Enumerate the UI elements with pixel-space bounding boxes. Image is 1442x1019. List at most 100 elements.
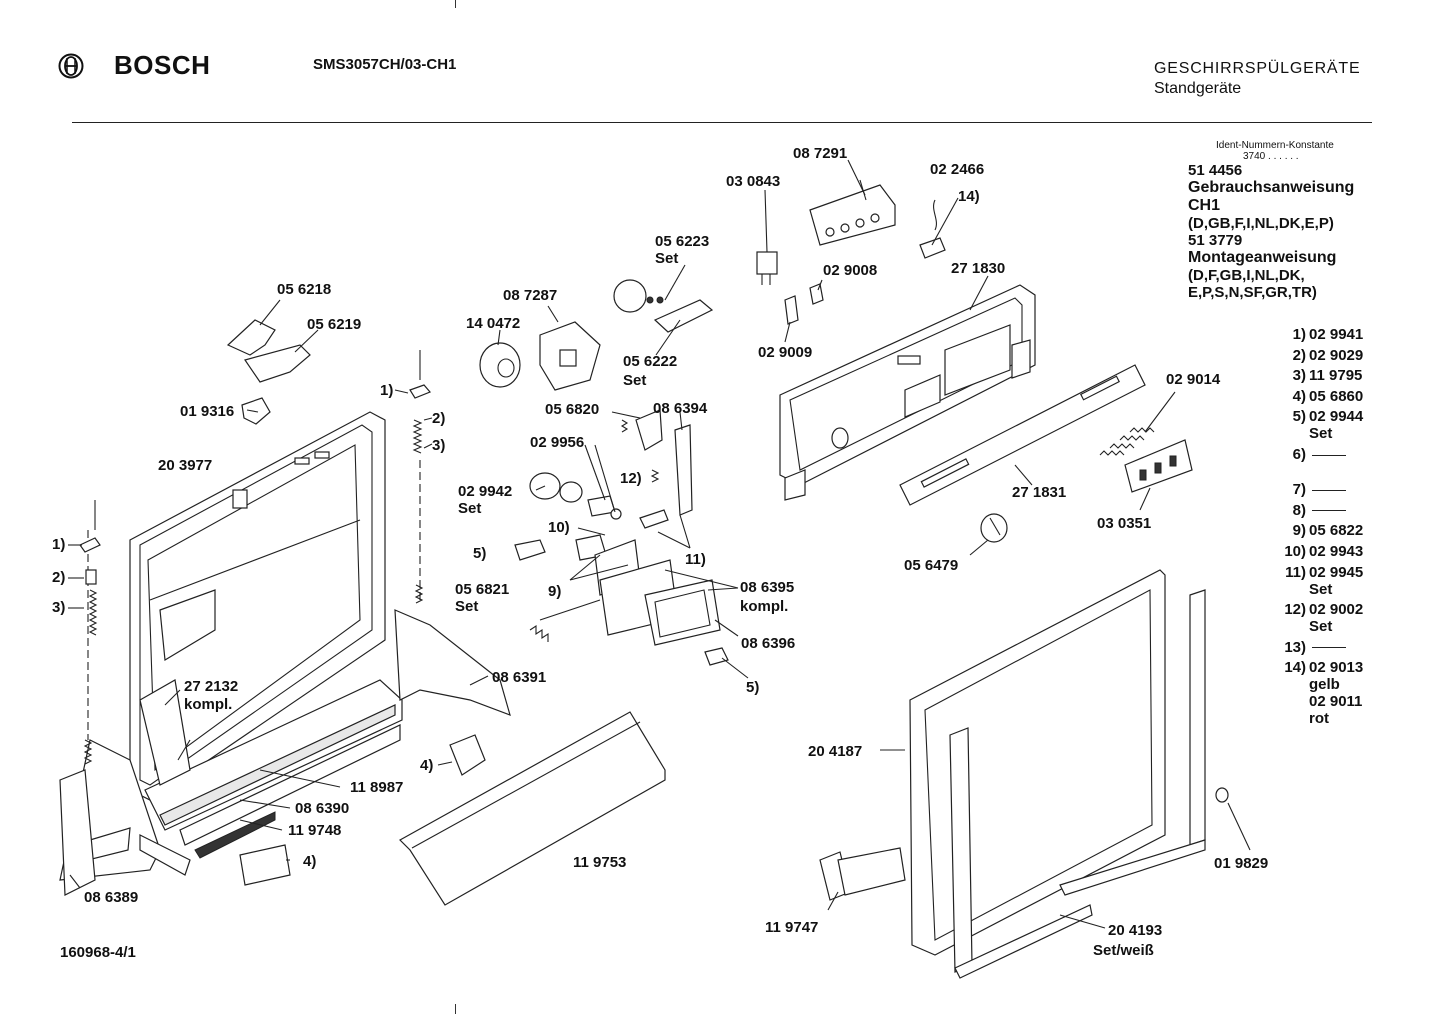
callout-056821: 05 6821	[455, 581, 509, 598]
callout-ref-2-right: 2)	[432, 410, 445, 427]
callout-086391: 08 6391	[492, 669, 546, 686]
timer-assembly	[479, 321, 601, 391]
callout-056218: 05 6218	[277, 281, 331, 298]
callout-019829: 01 9829	[1214, 855, 1268, 872]
legend-row: 3)11 9795	[1292, 367, 1363, 384]
callout-ref-1-left: 1)	[52, 536, 65, 553]
rotary-knob	[980, 513, 1008, 543]
callout-086389: 08 6389	[84, 889, 138, 906]
callout-204187: 20 4187	[808, 743, 862, 760]
ident-code: 3740 . . . . . .	[1243, 151, 1299, 162]
callout-056222: 05 6222	[623, 353, 677, 370]
callout-029942-set: Set	[458, 500, 481, 517]
callout-029956: 02 9956	[530, 434, 584, 451]
manual-number: 51 4456	[1188, 162, 1243, 179]
callout-086394: 08 6394	[653, 400, 708, 417]
callout-030351: 03 0351	[1097, 515, 1151, 532]
callout-056821-set: Set	[455, 598, 478, 615]
callout-ref-10: 10)	[548, 519, 570, 536]
brand-name: BOSCH	[114, 50, 211, 80]
leader-lines	[68, 159, 1251, 929]
callout-271831: 27 1831	[1012, 484, 1066, 501]
manual-title: Gebrauchsanweisung	[1188, 179, 1355, 196]
hinge-assembly-left	[59, 500, 101, 896]
empty-dash	[1312, 489, 1346, 491]
legend-row: 4)05 6860	[1292, 387, 1364, 405]
callout-029942: 02 9942	[458, 483, 512, 500]
install-languages-1: (D,F,GB,I,NL,DK,	[1188, 267, 1305, 284]
crop-mark-bottom	[455, 1004, 456, 1014]
callout-086395-kompl: kompl.	[740, 598, 788, 615]
callout-ref-12: 12)	[620, 470, 642, 487]
callout-ref-2-left: 2)	[52, 569, 65, 586]
callout-022466: 02 2466	[930, 161, 984, 178]
callout-ref-5-upper: 5)	[473, 545, 486, 562]
callout-086395: 08 6395	[740, 579, 794, 596]
door-handle	[819, 847, 906, 901]
legend-row: 13)	[1268, 639, 1418, 656]
callout-271830: 27 1830	[951, 260, 1005, 277]
callout-087287: 08 7287	[503, 287, 557, 304]
switch-parts	[613, 279, 714, 333]
callout-087291: 08 7291	[793, 145, 847, 162]
document-number: 160968-4/1	[60, 944, 136, 961]
bosch-armature-icon	[58, 53, 84, 78]
callout-056219: 05 6219	[307, 316, 361, 333]
callout-ref-9: 9)	[548, 583, 561, 600]
push-buttons	[1099, 427, 1193, 493]
callout-204193: 20 4193	[1108, 922, 1162, 939]
door-latch-parts	[226, 319, 311, 425]
callout-029014: 02 9014	[1166, 371, 1221, 388]
callout-ref-1-right: 1)	[380, 382, 393, 399]
manual-region: CH1	[1188, 197, 1221, 214]
parts-legend: 1)02 9941 2)02 9029 3)11 9795 4)05 6860 …	[1268, 326, 1418, 731]
lever-parts	[620, 409, 693, 529]
callout-019316: 01 9316	[180, 403, 234, 420]
hinge-assembly-right	[394, 350, 511, 716]
callout-056223: 05 6223	[655, 233, 709, 250]
crop-mark-top	[455, 0, 456, 8]
empty-dash	[1312, 647, 1346, 649]
callout-ref-3-right: 3)	[432, 437, 445, 454]
empty-dash	[1312, 510, 1346, 512]
callout-056820: 05 6820	[545, 401, 599, 418]
door-inner-panel	[129, 411, 386, 801]
control-panel	[779, 284, 1036, 501]
panel-screws	[784, 283, 824, 325]
callout-119753: 11 9753	[573, 854, 626, 871]
callout-056222-set: Set	[623, 372, 646, 389]
product-subcategory: Standgeräte	[1154, 80, 1242, 97]
install-title: Montageanweisung	[1188, 249, 1337, 266]
indicator-lamp	[919, 199, 946, 259]
legend-row: 10)02 9943	[1284, 542, 1364, 560]
detergent-dispenser	[514, 472, 729, 666]
callout-ref-14: 14)	[958, 188, 980, 205]
callout-086396: 08 6396	[741, 635, 795, 652]
callout-204193-set: Set/weiß	[1093, 942, 1154, 959]
install-number: 51 3779	[1188, 232, 1243, 249]
callout-ref-4-lower: 4)	[303, 853, 316, 870]
callout-056479: 05 6479	[904, 557, 958, 574]
legend-row: 9)05 6822	[1292, 522, 1364, 539]
callout-203977: 20 3977	[158, 457, 212, 474]
install-languages-2: E,P,S,N,SF,GR,TR)	[1188, 284, 1317, 301]
callout-ref-4-upper: 4)	[420, 757, 433, 774]
callout-ref-5-lower: 5)	[746, 679, 759, 696]
callout-ref-3-left: 3)	[52, 599, 65, 616]
callout-272132: 27 2132	[184, 678, 238, 695]
decor-frame	[949, 589, 1229, 979]
callout-029008: 02 9008	[823, 262, 877, 279]
program-selector-module	[809, 179, 896, 246]
header-rule	[72, 122, 1372, 123]
model-number: SMS3057CH/03-CH1	[313, 56, 457, 73]
door-decor-panel	[909, 569, 1166, 956]
callout-labels: 05 6218 05 6219 01 9316 20 3977 27 2132 …	[52, 145, 1268, 959]
ident-label: Ident-Nummern-Konstante	[1216, 140, 1334, 151]
empty-dash	[1312, 454, 1346, 456]
product-category: GESCHIRRSPÜLGERÄTE	[1154, 60, 1361, 77]
small-switch	[756, 251, 778, 285]
